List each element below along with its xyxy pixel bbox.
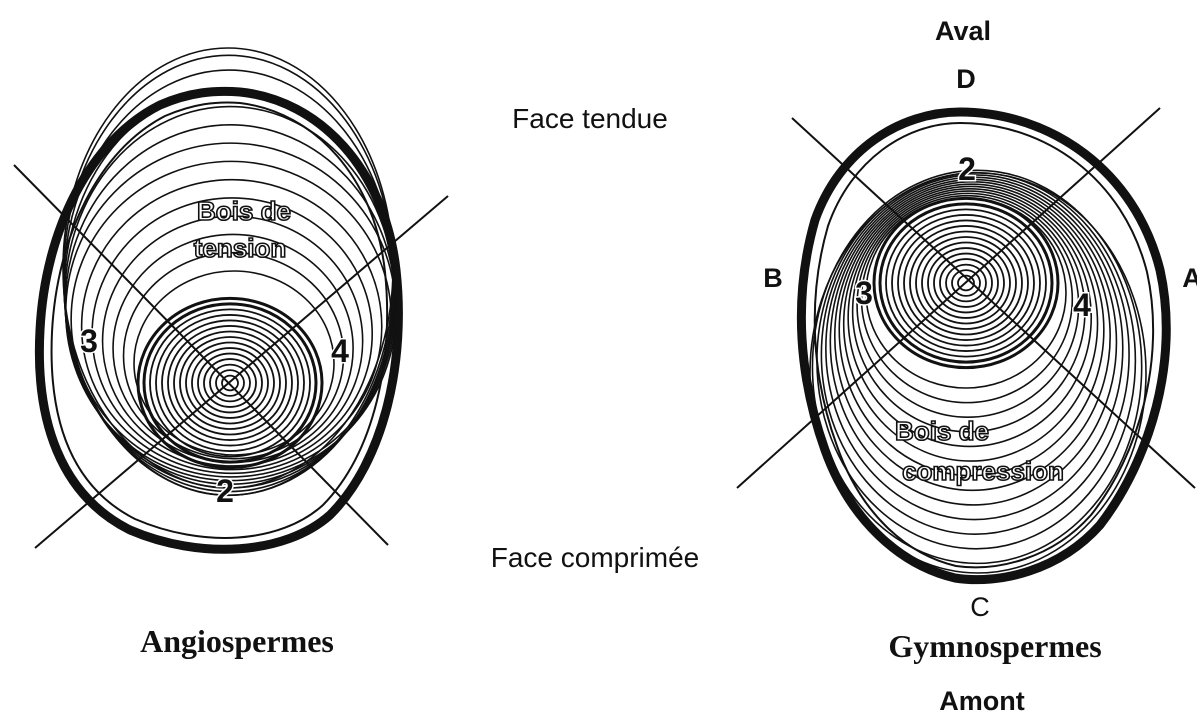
gymnosperm-section: Bois de compression 2 3 4 (737, 108, 1195, 580)
angiosperm-wood-label-line2: tension (194, 233, 286, 263)
angiosperm-ring (63, 48, 393, 488)
gymnosperm-title: Gymnospermes (888, 628, 1101, 664)
angiosperm-sector-4: 4 (331, 333, 349, 369)
gymnosperm-amont-label: Amont (939, 686, 1024, 716)
angiosperm-wood-label-line1: Bois de (197, 196, 291, 226)
face-tendue-label: Face tendue (512, 103, 668, 134)
angiosperm-sector-2: 2 (216, 473, 234, 509)
gymnosperm-letter-b: B (763, 263, 783, 293)
angiosperm-section: Bois de tension 3 4 2 (14, 48, 448, 549)
gymnosperm-letter-d: D (956, 64, 976, 94)
gymnosperm-sector-4: 4 (1073, 287, 1091, 323)
gymnosperm-letter-a: A (1182, 263, 1197, 293)
gymnosperm-sector-3: 3 (855, 275, 873, 311)
gymnosperm-aval-label: Aval (935, 16, 991, 46)
gymnosperm-letter-c: C (970, 592, 990, 622)
gymnosperm-wood-label-line1: Bois de (895, 416, 989, 446)
angiosperm-title: Angiospermes (140, 623, 334, 659)
gymnosperm-wood-label-line2: compression (902, 456, 1064, 486)
angiosperm-sector-3: 3 (80, 323, 98, 359)
gymnosperm-sector-2: 2 (958, 151, 976, 187)
face-comprimee-label: Face comprimée (491, 542, 700, 573)
